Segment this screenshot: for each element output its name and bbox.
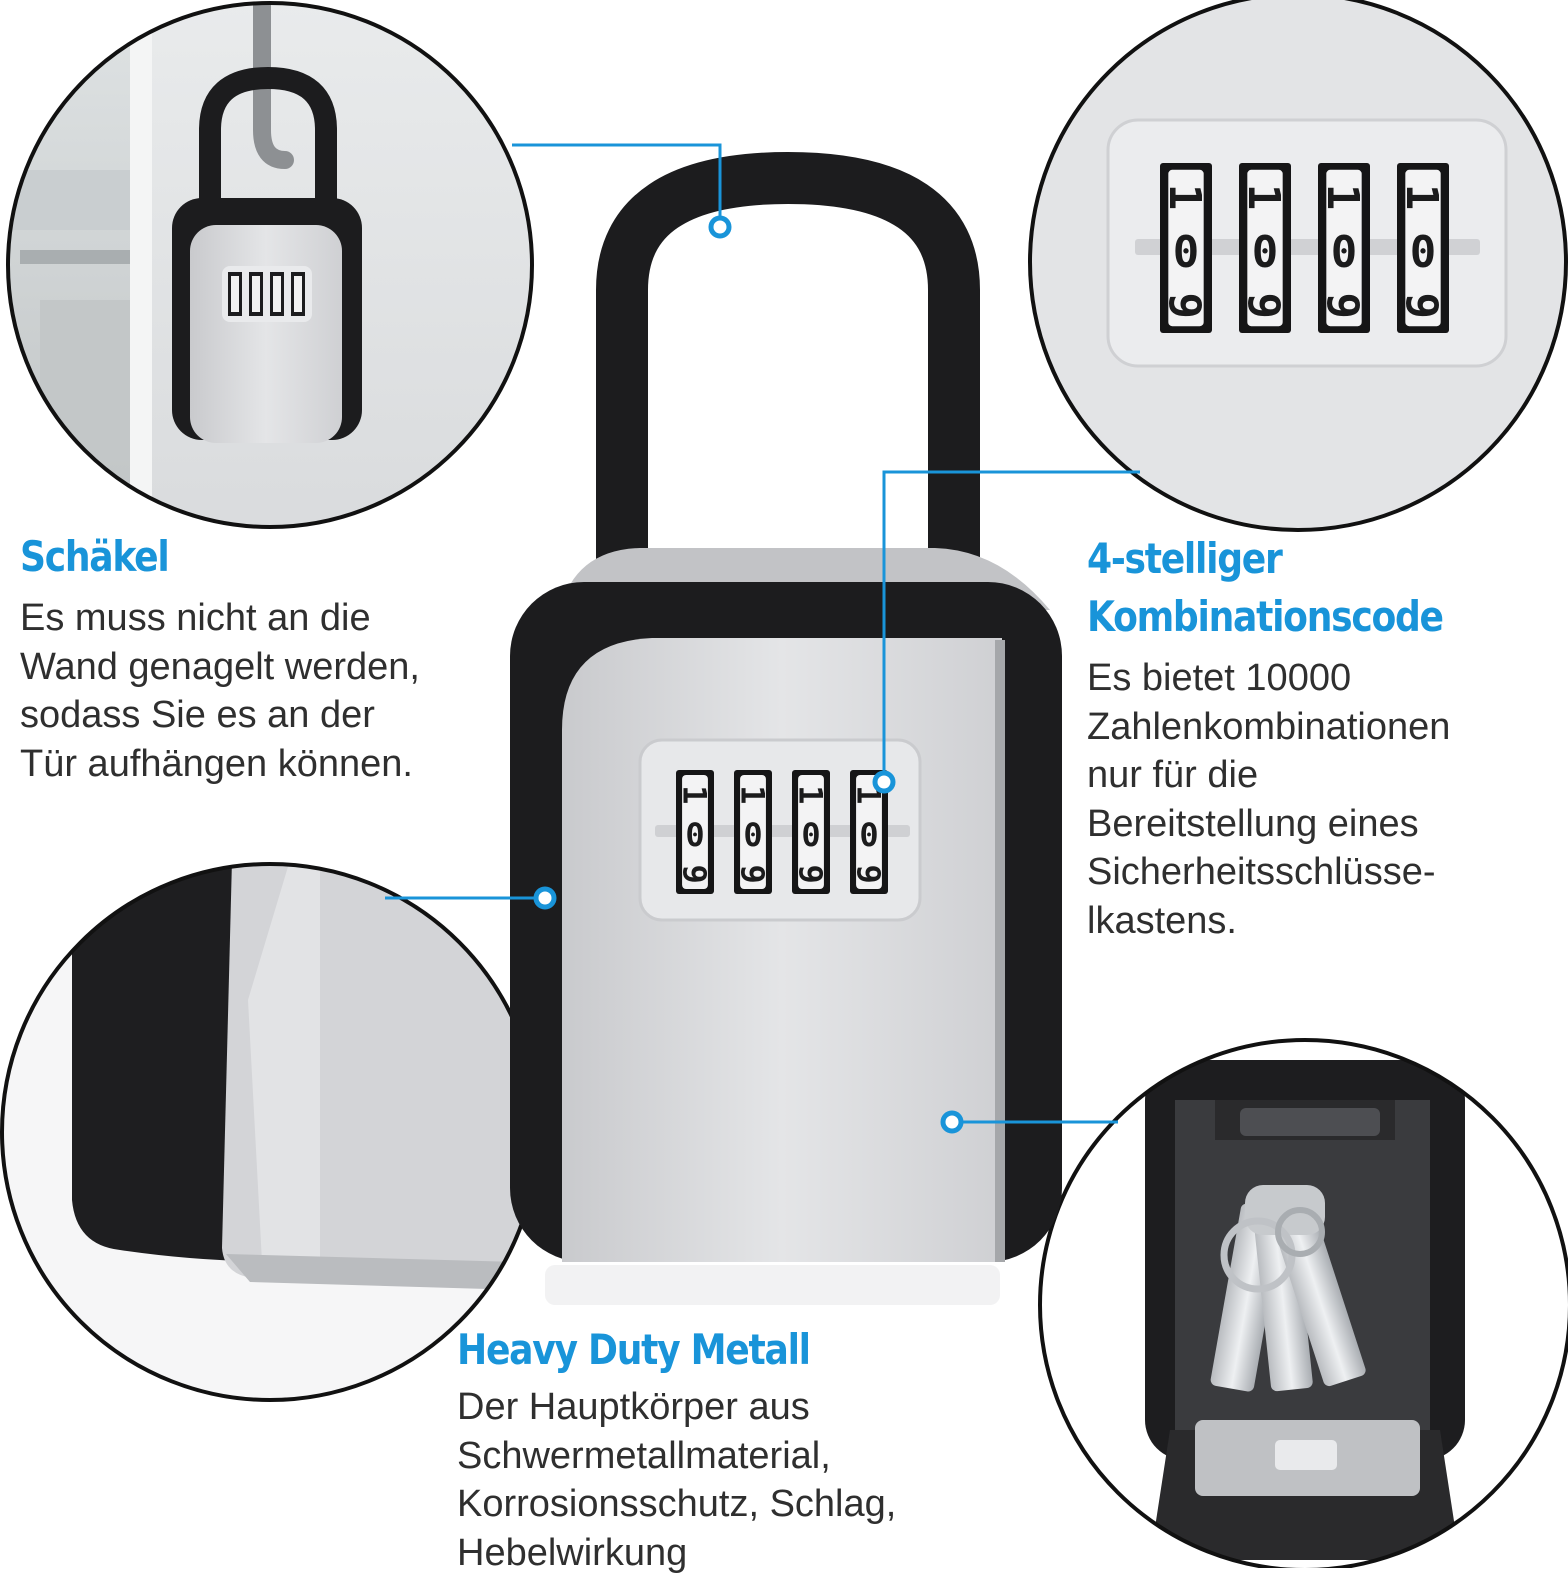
description-line: Schwermetallmaterial, <box>457 1432 896 1481</box>
feature-code-title-line-2: Kombinationscode <box>1087 588 1443 646</box>
dial-digit: 9 <box>733 865 771 884</box>
feature-code-title-line-1: 4-stelliger <box>1087 530 1443 588</box>
dial-digit: 0 <box>685 816 704 854</box>
description-line: Bereitstellung eines <box>1087 800 1501 849</box>
feature-metal-title: Heavy Duty Metall <box>457 1321 835 1379</box>
feature-combination-code: 4-stelliger Kombinationscode Es bietet 1… <box>1087 530 1501 945</box>
dial-digit: 9 <box>675 865 713 884</box>
dial-digit: 1 <box>1159 184 1210 211</box>
dial-digit: 0 <box>801 816 820 854</box>
feature-code-description: Es bietet 10000 Zahlenkombinationen nur … <box>1087 654 1501 945</box>
description-line: Sicherheitsschlüsse- <box>1087 848 1501 897</box>
combination-dial: 1 0 9 <box>1317 163 1370 333</box>
description-line: Tür aufhängen können. <box>20 740 420 789</box>
combination-dial: 1 0 9 <box>733 770 772 894</box>
dial-digit: 0 <box>1410 227 1437 278</box>
feature-shackle: Schäkel Es muss nicht an die Wand genage… <box>20 528 420 788</box>
description-line: Korrosionsschutz, Schlag, <box>457 1480 896 1529</box>
description-line: nur für die <box>1087 751 1501 800</box>
feature-shackle-description: Es muss nicht an die Wand genagelt werde… <box>20 594 420 788</box>
combination-dial: 1 0 9 <box>1159 163 1212 333</box>
dial-digit: 1 <box>675 785 713 804</box>
description-line: Der Hauptkörper aus <box>457 1383 896 1432</box>
dial-digit: 9 <box>791 865 829 884</box>
dial-digit: 0 <box>1173 227 1200 278</box>
description-line: Wand genagelt werden, <box>20 643 420 692</box>
combination-dial: 1 0 9 <box>791 770 830 894</box>
dial-digit: 0 <box>859 816 878 854</box>
description-line: lkastens. <box>1087 897 1501 946</box>
detail-circle-shackle <box>0 0 560 540</box>
description-line: Zahlenkombinationen <box>1087 703 1501 752</box>
feature-heavy-duty-metal: Heavy Duty Metall Der Hauptkörper aus Sc… <box>457 1321 896 1577</box>
description-line: sodass Sie es an der <box>20 691 420 740</box>
dial-digit: 9 <box>849 865 887 884</box>
dial-digit: 1 <box>1396 184 1447 211</box>
detail-circle-keys <box>1030 1030 1568 1568</box>
combination-dial: 1 0 9 <box>675 770 714 894</box>
dial-digit: 1 <box>1317 184 1368 211</box>
description-line: Hebelwirkung <box>457 1529 896 1577</box>
description-line: Es muss nicht an die <box>20 594 420 643</box>
dial-digit: 9 <box>1396 293 1447 320</box>
combination-dial: 1 0 9 <box>1238 163 1291 333</box>
dial-digit: 9 <box>1317 293 1368 320</box>
dial-digit: 0 <box>1252 227 1279 278</box>
detail-circle-dials: 1 0 9 1 0 9 1 0 9 1 0 9 <box>1020 0 1568 540</box>
feature-metal-description: Der Hauptkörper aus Schwermetallmaterial… <box>457 1383 896 1577</box>
feature-shackle-title: Schäkel <box>20 528 364 586</box>
description-line: Es bietet 10000 <box>1087 654 1501 703</box>
dial-digit: 0 <box>1331 227 1358 278</box>
dial-digit: 1 <box>733 785 771 804</box>
combination-dial: 1 0 9 <box>1396 163 1449 333</box>
dial-digit: 9 <box>1159 293 1210 320</box>
dial-digit: 1 <box>1238 184 1289 211</box>
dial-digit: 0 <box>743 816 762 854</box>
dial-digit: 9 <box>1238 293 1289 320</box>
dial-digit: 1 <box>791 785 829 804</box>
